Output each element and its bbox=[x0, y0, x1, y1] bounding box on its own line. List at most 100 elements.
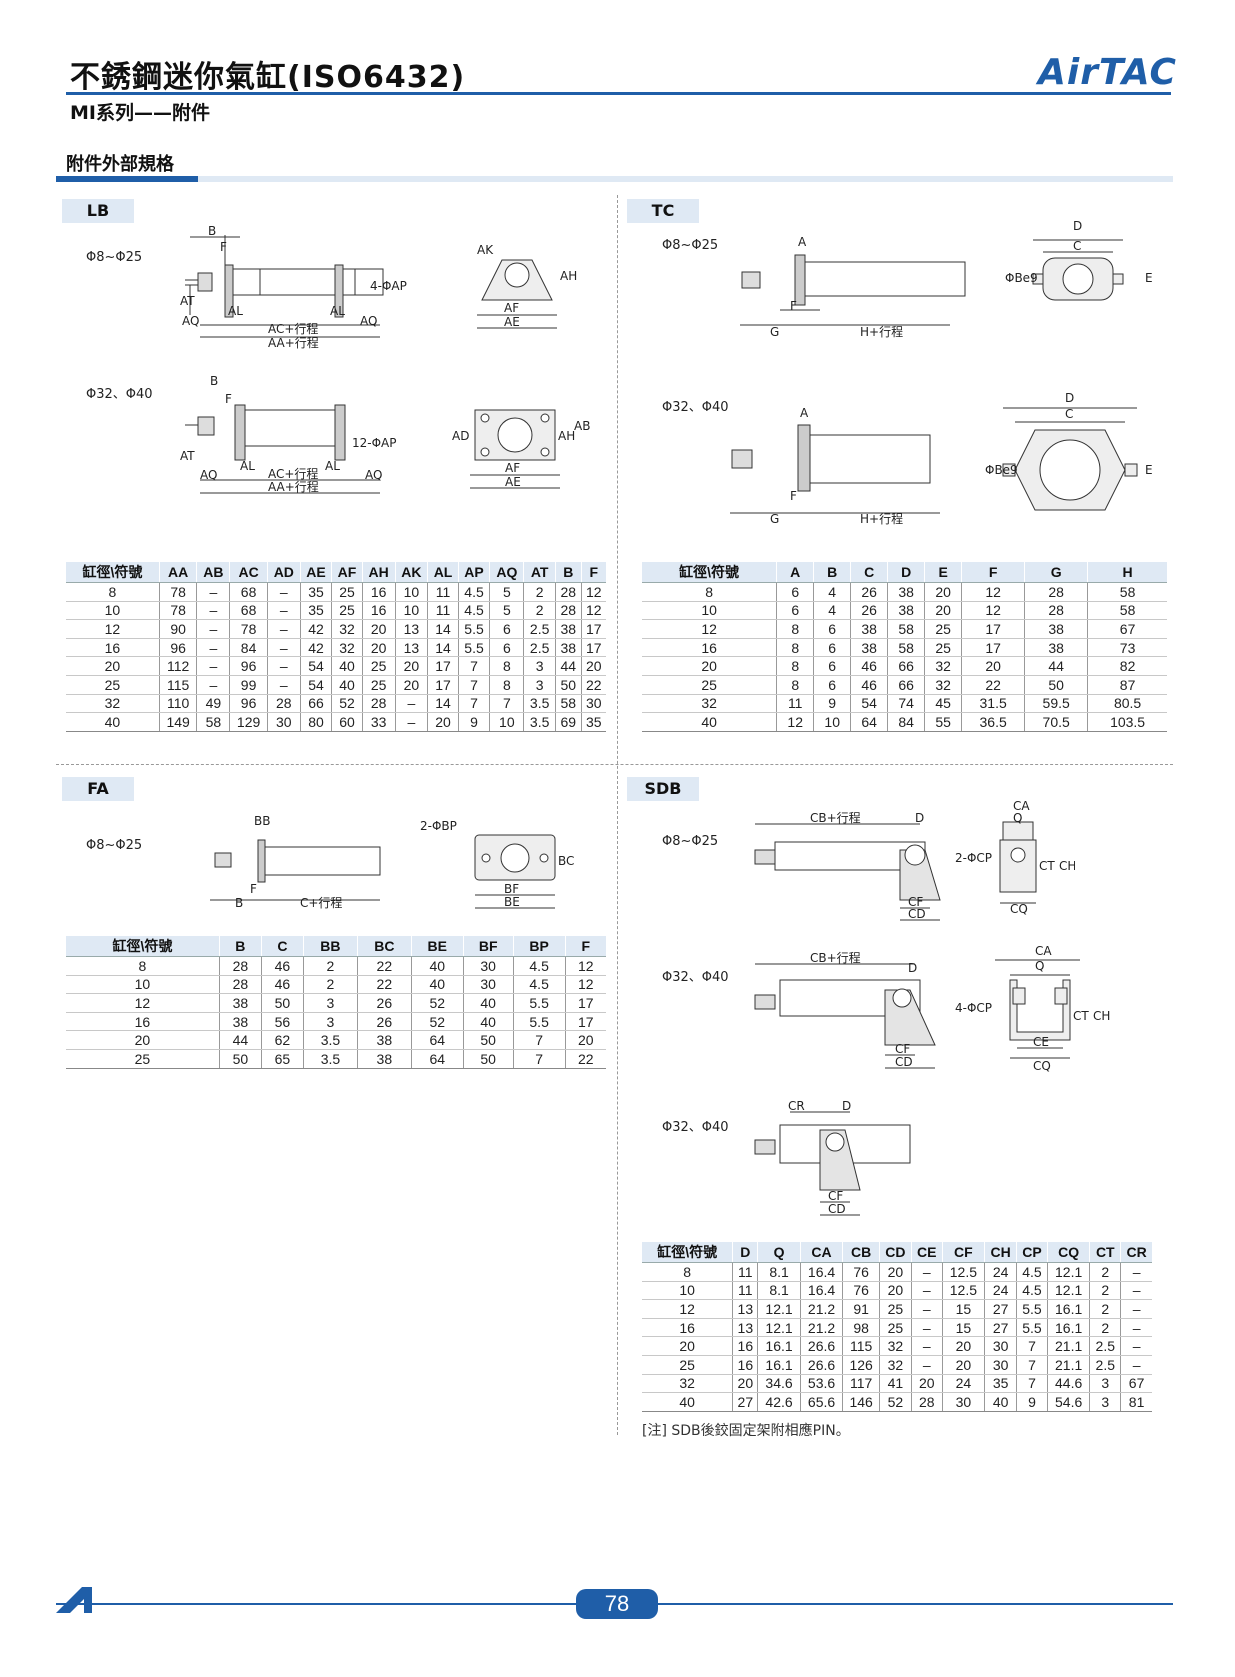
lb-large-label-al: AL bbox=[240, 459, 255, 473]
table-cell: – bbox=[394, 712, 428, 732]
table-cell: 49 bbox=[196, 694, 230, 714]
table-cell: 21.2 bbox=[799, 1299, 843, 1319]
table-cell: 12 bbox=[66, 993, 220, 1013]
column-header: CR bbox=[1120, 1242, 1152, 1263]
column-header: AQ bbox=[489, 562, 524, 583]
table-cell: 30 bbox=[462, 975, 514, 995]
sdb-label-cb: CB+行程 bbox=[810, 810, 861, 825]
table-cell: 74 bbox=[887, 694, 925, 714]
tc-large-label-f: F bbox=[790, 489, 797, 503]
table-cell: 32 bbox=[878, 1336, 912, 1356]
table-cell: 54 bbox=[850, 694, 888, 714]
table-cell: 16 bbox=[361, 601, 396, 621]
table-cell: 68 bbox=[229, 582, 268, 602]
table-cell: 2 bbox=[302, 975, 358, 995]
table-cell: 46 bbox=[850, 675, 888, 695]
table-cell: 22 bbox=[580, 675, 606, 695]
table-cell: 40 bbox=[331, 656, 363, 676]
table-cell: 11 bbox=[732, 1262, 758, 1282]
section-bar bbox=[56, 176, 198, 182]
lb-label-aq: AQ bbox=[182, 314, 199, 328]
table-cell: 4.5 bbox=[1016, 1262, 1048, 1282]
table-cell: 12 bbox=[564, 975, 606, 995]
table-cell: 4.5 bbox=[457, 582, 490, 602]
table-cell: 11 bbox=[732, 1281, 758, 1301]
table-cell: 8 bbox=[642, 582, 777, 602]
table-cell: 22 bbox=[961, 675, 1025, 695]
table-cell: 12.5 bbox=[941, 1281, 985, 1301]
table-cell: 30 bbox=[266, 712, 301, 732]
table-cell: 38 bbox=[850, 619, 888, 639]
table-cell: 46 bbox=[260, 975, 304, 995]
sdb-large-label-q: Q bbox=[1035, 959, 1044, 973]
table-cell: 20 bbox=[66, 656, 160, 676]
fa-tag: FA bbox=[62, 777, 134, 801]
table-cell: 62 bbox=[260, 1030, 304, 1050]
table-cell: – bbox=[196, 619, 230, 639]
table-cell: 4.5 bbox=[457, 601, 490, 621]
table-cell: – bbox=[266, 582, 301, 602]
table-cell: 38 bbox=[356, 1049, 412, 1069]
table-cell: 34.6 bbox=[757, 1374, 801, 1394]
table-cell: 3.5 bbox=[523, 712, 556, 732]
column-header: AT bbox=[523, 562, 556, 583]
table-cell: 96 bbox=[158, 638, 197, 658]
lb-tag: LB bbox=[62, 199, 134, 223]
table-cell: 28 bbox=[266, 694, 301, 714]
table-cell: 11 bbox=[427, 582, 459, 602]
table-cell: 80.5 bbox=[1087, 694, 1167, 714]
table-cell: 20 bbox=[924, 582, 962, 602]
column-header: AH bbox=[361, 562, 396, 583]
tc-label-h: H+行程 bbox=[860, 324, 903, 339]
table-cell: 70.5 bbox=[1024, 712, 1088, 732]
table-cell: 36.5 bbox=[961, 712, 1025, 732]
table-cell: 25 bbox=[66, 675, 160, 695]
column-header: C bbox=[850, 562, 888, 583]
table-cell: – bbox=[266, 656, 301, 676]
table-cell: 25 bbox=[878, 1318, 912, 1338]
table-cell: 35 bbox=[984, 1374, 1017, 1394]
table-cell: 3 bbox=[302, 1012, 358, 1032]
table-cell: 6 bbox=[813, 638, 851, 658]
column-header: CA bbox=[799, 1242, 843, 1263]
table-cell: 32 bbox=[642, 1374, 733, 1394]
table-cell: 16.4 bbox=[799, 1262, 843, 1282]
table-cell: 58 bbox=[1087, 582, 1167, 602]
table-cell: 9 bbox=[1016, 1392, 1048, 1412]
table-cell: 32 bbox=[331, 638, 363, 658]
table-cell: 50 bbox=[462, 1030, 514, 1050]
fa-label-bb: BB bbox=[254, 815, 270, 828]
sdb-large-label-ca: CA bbox=[1035, 944, 1052, 958]
column-header: CH bbox=[984, 1242, 1017, 1263]
sdb-label-ce: CE bbox=[1033, 1035, 1049, 1049]
table-cell: 16.1 bbox=[757, 1355, 801, 1375]
lb-diameter-large: Φ32、Φ40 bbox=[86, 387, 153, 402]
table-cell: 58 bbox=[887, 638, 925, 658]
table-cell: – bbox=[910, 1299, 943, 1319]
table-cell: 38 bbox=[887, 582, 925, 602]
table-cell: 16.1 bbox=[1046, 1318, 1090, 1338]
table-cell: 78 bbox=[229, 619, 268, 639]
table-cell: 26 bbox=[356, 1012, 412, 1032]
table-cell: 35 bbox=[299, 582, 332, 602]
table-cell: 8 bbox=[776, 619, 814, 639]
table-cell: 16 bbox=[66, 638, 160, 658]
table-cell: 42 bbox=[299, 619, 332, 639]
lb-label-al2: AL bbox=[330, 304, 345, 318]
table-cell: 26 bbox=[850, 582, 888, 602]
tc-small-side-drawing: A F G H+行程 bbox=[740, 235, 966, 339]
table-cell: 4.5 bbox=[512, 956, 566, 976]
column-header: BE bbox=[410, 936, 464, 957]
column-header: 缸徑\符號 bbox=[66, 562, 160, 583]
lb-label-ah-large: AH bbox=[558, 429, 575, 443]
tc-large-label-e: E bbox=[1145, 463, 1153, 477]
lb-small-end-drawing: AK AH AF AE bbox=[477, 243, 577, 329]
table-cell: 146 bbox=[842, 1392, 880, 1412]
sdb-label-ct: CT bbox=[1039, 859, 1055, 873]
sdb-note: [注] SDB後鉸固定架附相應PIN。 bbox=[642, 1423, 850, 1439]
fa-label-c: C+行程 bbox=[300, 895, 342, 910]
